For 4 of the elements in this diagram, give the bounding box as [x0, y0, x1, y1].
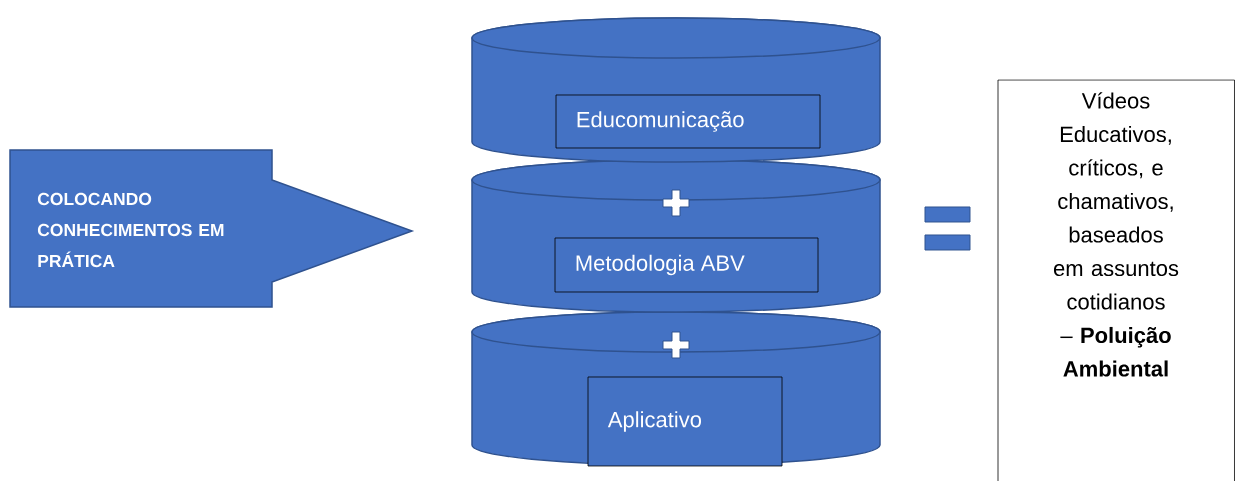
text-box: Educomunicação — [555, 94, 821, 149]
text-box: Metodologia ABV — [554, 237, 819, 293]
text-box: Vídeos Educativos, críticos, e chamativos, baseados em assuntos cotidianos – Poluição Ambiental — [997, 79, 1235, 481]
text-box: Aplicativo — [587, 376, 783, 467]
